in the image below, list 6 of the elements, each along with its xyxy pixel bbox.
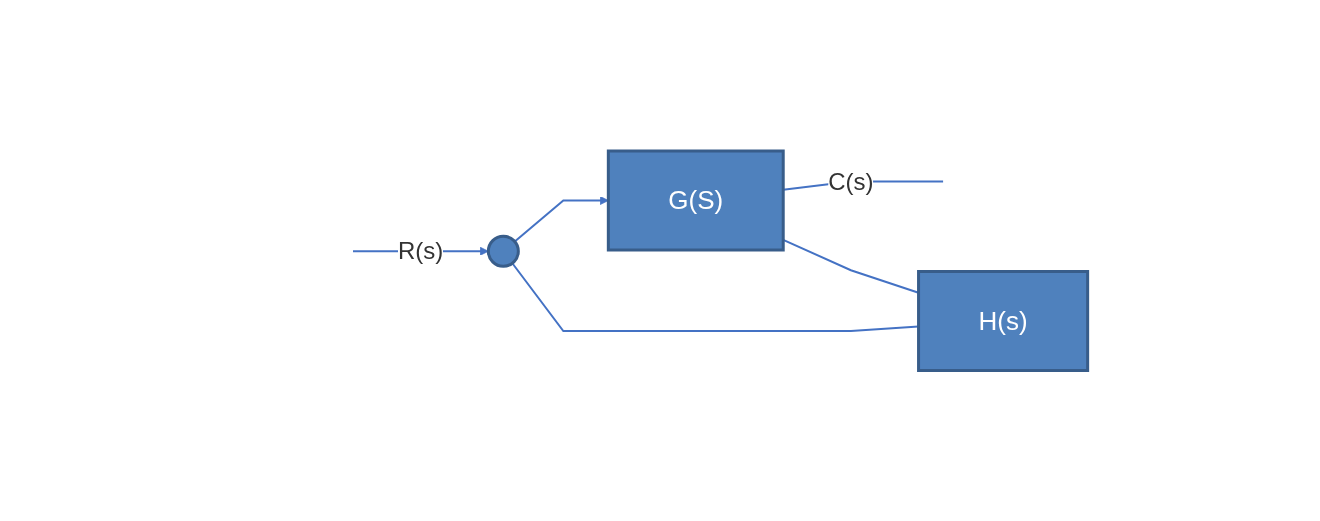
edge-label: C(s) [827,167,874,195]
node-box: G(S) [606,149,785,252]
node-box: H(s) [916,269,1089,372]
node-circle [486,234,520,268]
arrow [513,195,609,243]
edge-label: R(s) [397,237,443,264]
